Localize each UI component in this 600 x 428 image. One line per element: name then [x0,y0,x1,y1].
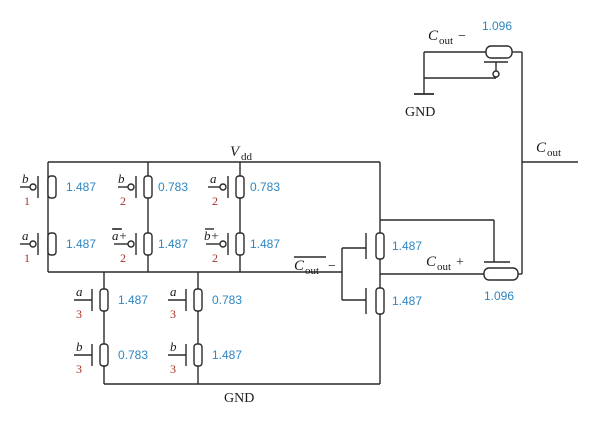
gate-label: a+ [112,228,127,243]
index-label: 2 [212,251,218,265]
transistor-pd-b3r: b 3 1.487 [168,339,242,376]
size-value: 1.487 [392,239,422,253]
transistor-pu-b1: b 1 1.487 [20,171,96,208]
index-label: 1 [24,194,30,208]
gate-label: b [170,339,177,354]
size-value: 1.487 [250,237,280,251]
svg-text:C: C [536,140,547,156]
gate-label: a [210,171,217,186]
gate-label: a [76,284,83,299]
size-value: 1.487 [392,294,422,308]
size-value: 1.487 [212,348,242,362]
transistor-pd-a3l: a 3 1.487 [74,284,148,321]
cap-device-bottom: 1.096 [483,261,519,303]
transistor-inv-n: 1.487 [365,287,422,315]
svg-text:out: out [305,265,319,277]
transistor-pd-a3r: a 3 0.783 [168,284,242,321]
size-value: 0.783 [158,180,188,194]
gate-label: b [118,171,125,186]
cout-label: C out [536,140,561,159]
gate-label: a [22,228,29,243]
size-value: 1.487 [118,293,148,307]
size-value: 0.783 [250,180,280,194]
size-value: 1.487 [66,180,96,194]
svg-text:+: + [456,255,464,270]
transistor-pu-bbar: b+ 2 1.487 [204,228,280,265]
svg-text:C: C [294,258,305,274]
svg-text:C: C [426,254,437,270]
svg-text:−: − [328,259,336,274]
gate-label: a [170,284,177,299]
cout-bar-label: C out − [294,256,336,277]
transistor-pu-abar: a+ 2 1.487 [112,228,188,265]
size-value: 1.487 [158,237,188,251]
svg-text:out: out [547,147,561,159]
index-label: 3 [76,362,82,376]
vdd-label: V dd [230,144,253,163]
svg-text:dd: dd [241,151,253,163]
cout-plus-label: C out + [426,254,464,273]
index-label: 3 [170,307,176,321]
size-value: 1.096 [484,289,514,303]
gate-label: b [76,339,83,354]
transistor-pd-b3l: b 3 0.783 [74,339,148,376]
transistor-pu-b2: b 2 0.783 [118,171,188,208]
svg-text:V: V [230,144,241,160]
index-label: 2 [212,194,218,208]
size-value: 0.783 [118,348,148,362]
cap-device-top: 1.096 [482,19,513,78]
transistor-pu-a1: a 1 1.487 [20,228,96,265]
size-value: 1.487 [66,237,96,251]
svg-text:C: C [428,28,439,44]
cout-minus-label: C out − [428,28,466,47]
size-value: 0.783 [212,293,242,307]
gnd-top-label: GND [405,105,435,120]
wires [47,51,578,385]
index-label: 1 [24,251,30,265]
index-label: 3 [76,307,82,321]
index-label: 2 [120,194,126,208]
transistor-inv-p: 1.487 [365,232,422,260]
index-label: 3 [170,362,176,376]
svg-text:out: out [437,261,451,273]
index-label: 2 [120,251,126,265]
gate-label: b+ [204,228,219,243]
gate-label: b [22,171,29,186]
svg-text:−: − [458,29,466,44]
transistor-pu-a2: a 2 0.783 [208,171,280,208]
size-value: 1.096 [482,19,512,33]
gnd-bottom-label: GND [224,391,254,406]
svg-text:out: out [439,35,453,47]
